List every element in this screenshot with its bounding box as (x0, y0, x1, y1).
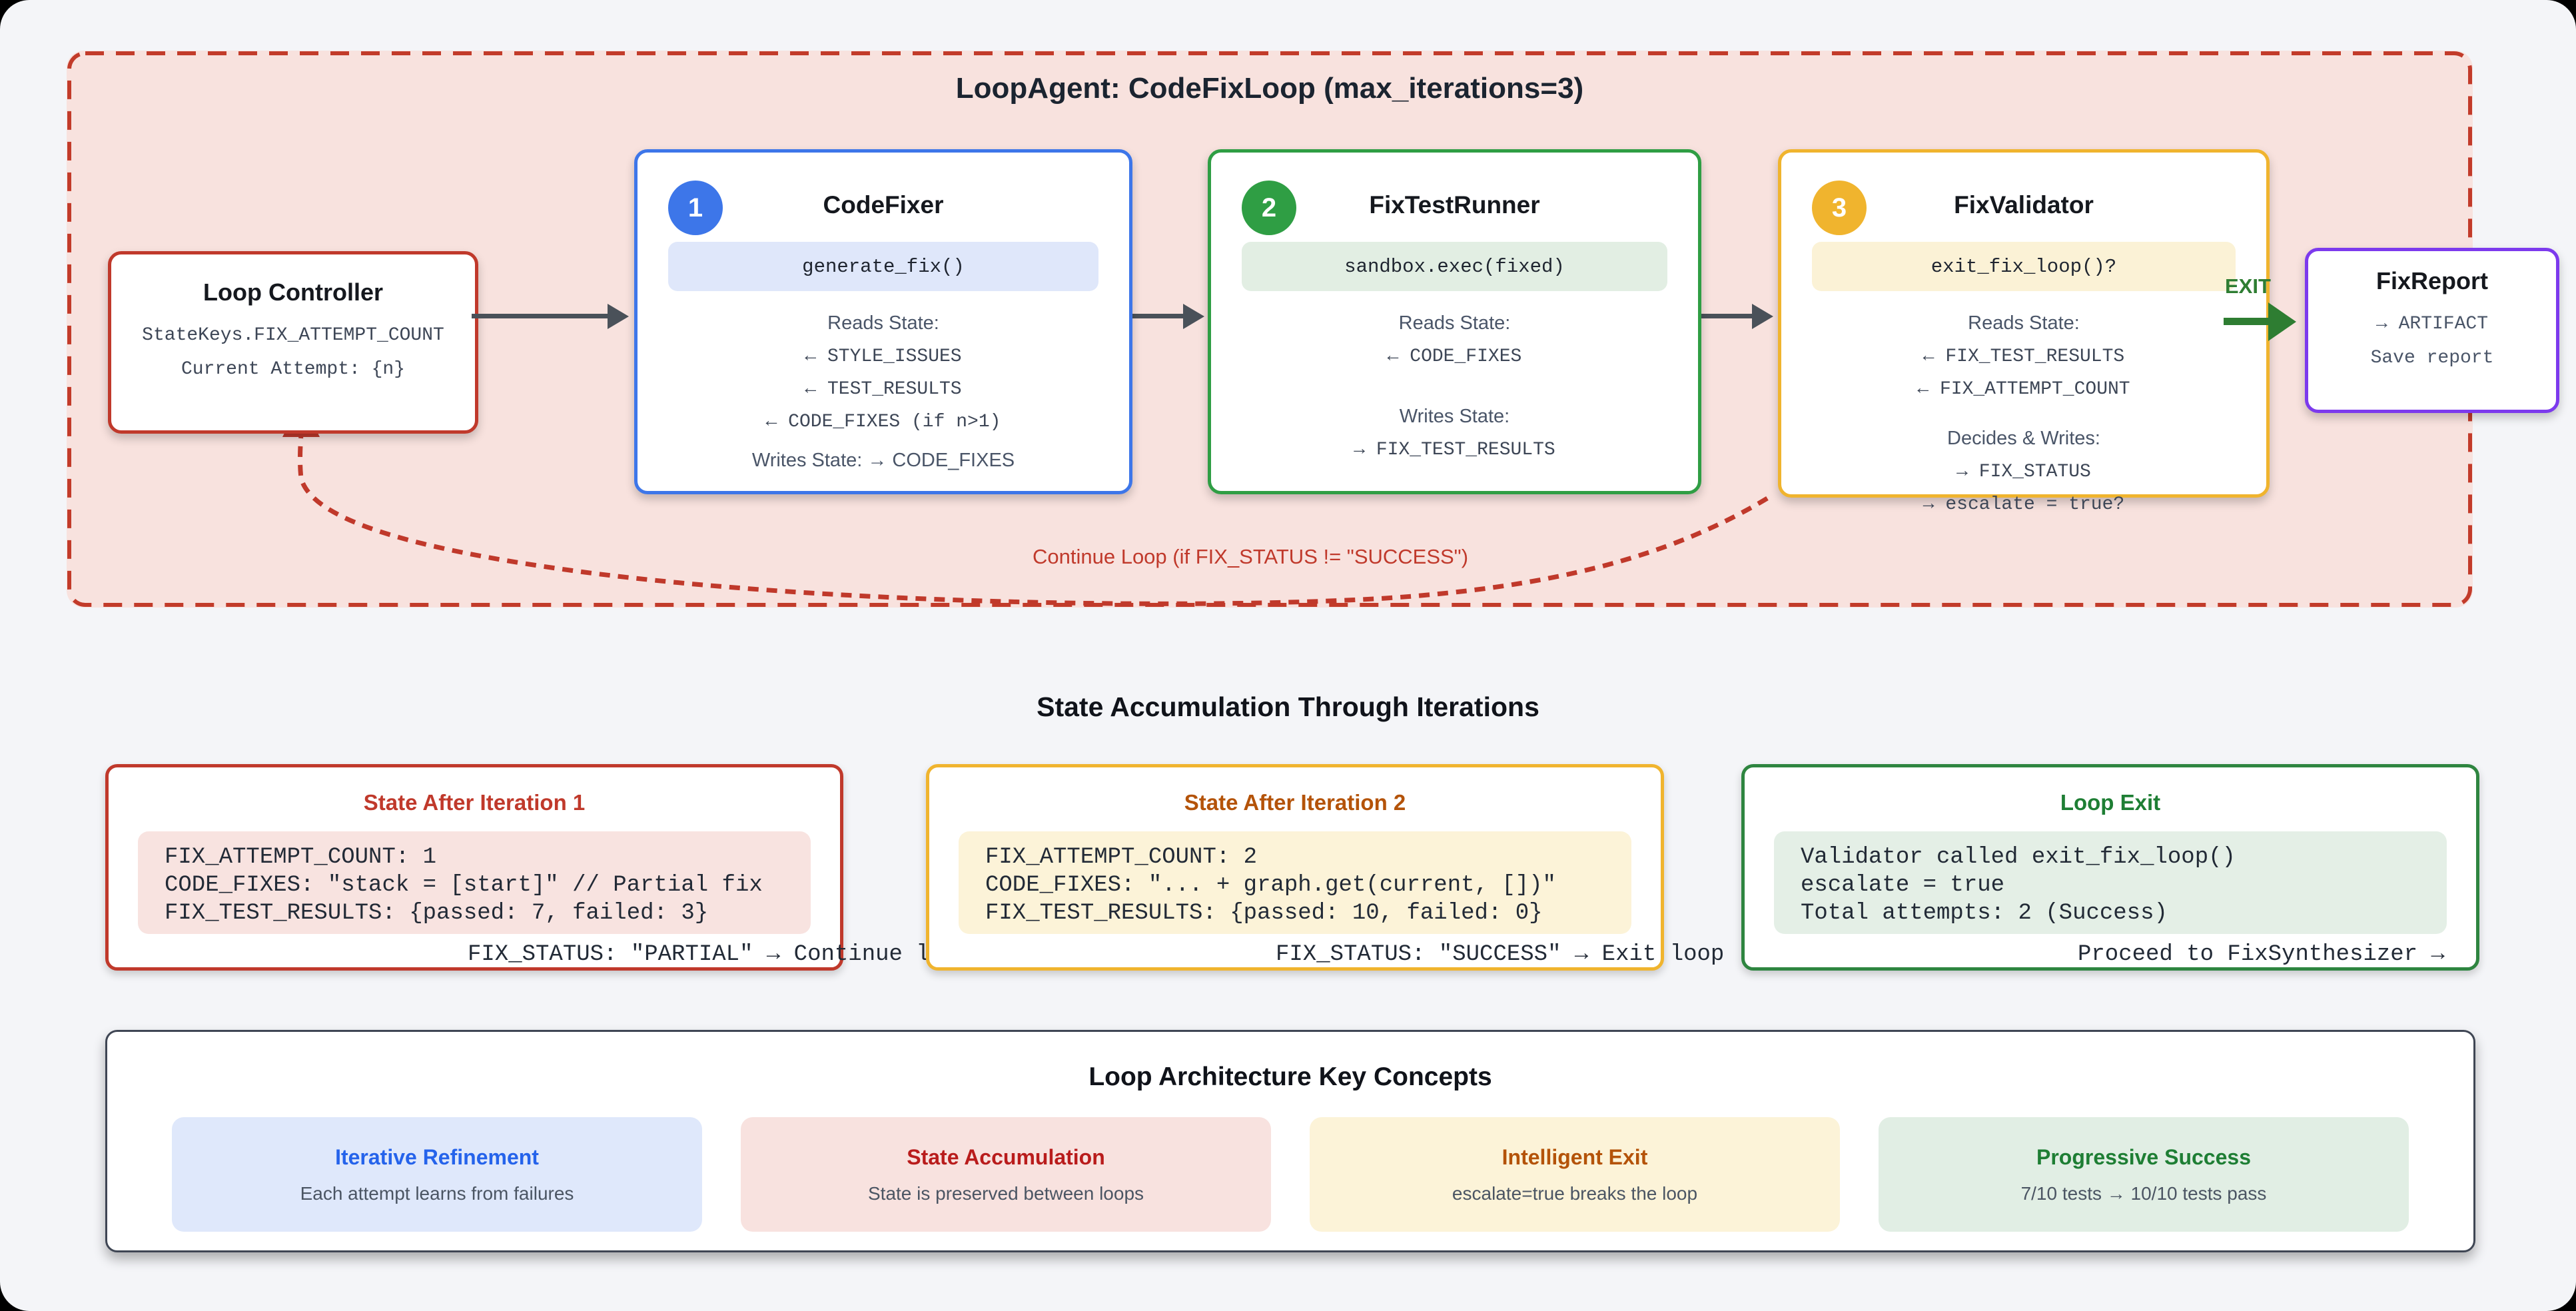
state-section-title: State Accumulation Through Iterations (1037, 691, 1539, 722)
fix-validator-box: 3 FixValidator exit_fix_loop()? Reads St… (1778, 149, 2270, 515)
concept-title: Intelligent Exit (1502, 1144, 1648, 1169)
key-concepts-title: Loop Architecture Key Concepts (1088, 1063, 1492, 1091)
fix-validator-read-item: ← FIX_ATTEMPT_COUNT (1917, 379, 2130, 400)
continue-loop-label: Continue Loop (if FIX_STATUS != "SUCCESS… (1033, 545, 1469, 568)
concept-card-state-accumulation: State Accumulation State is preserved be… (741, 1117, 1271, 1232)
step-2-badge: 2 (1242, 181, 1296, 235)
state-code-block: FIX_ATTEMPT_COUNT: 1 CODE_FIXES: "stack … (138, 831, 811, 934)
state-card-loop-exit: Loop Exit Validator called exit_fix_loop… (1741, 764, 2479, 971)
code-fixer-function-pill: generate_fix() (668, 242, 1098, 291)
code-fixer-writes-line: Writes State: → CODE_FIXES (751, 450, 1015, 471)
concept-card-progressive-success: Progressive Success 7/10 tests → 10/10 t… (1879, 1117, 2409, 1232)
loop-controller-statekey: StateKeys.FIX_ATTEMPT_COUNT (142, 325, 444, 346)
code-fixer-box: 1 CodeFixer generate_fix() Reads State: … (634, 149, 1132, 494)
fix-report-save-line: Save report (2370, 348, 2494, 368)
loop-controller-attempt: Current Attempt: {n} (181, 359, 406, 380)
code-fixer-read-item: ← STYLE_ISSUES (805, 346, 962, 367)
fix-test-runner-box: 2 FixTestRunner sandbox.exec(fixed) Read… (1208, 149, 1701, 494)
concept-subtitle: Each attempt learns from failures (300, 1182, 574, 1204)
concept-card-iterative-refinement: Iterative Refinement Each attempt learns… (172, 1117, 702, 1232)
loop-title: LoopAgent: CodeFixLoop (max_iterations=3… (955, 72, 1584, 105)
fix-validator-title: FixValidator (1954, 191, 2094, 218)
concept-title: Iterative Refinement (335, 1144, 539, 1169)
state-overflow-line: Proceed to FixSynthesizer → (2078, 942, 2445, 967)
fix-report-title: FixReport (2375, 267, 2488, 294)
concept-subtitle: 7/10 tests → 10/10 tests pass (2020, 1182, 2267, 1204)
state-card-iteration-1: State After Iteration 1 FIX_ATTEMPT_COUN… (105, 764, 971, 971)
concept-subtitle: State is preserved between loops (867, 1182, 1144, 1204)
concept-subtitle: escalate=true breaks the loop (1452, 1182, 1698, 1204)
fix-validator-write-item-escalate: → escalate = true? (1923, 494, 2125, 515)
state-card-title: Loop Exit (2060, 790, 2161, 815)
state-code-block: Validator called exit_fix_loop() escalat… (1774, 831, 2447, 934)
fix-validator-write-item: → FIX_STATUS (1956, 462, 2091, 482)
state-overflow-line: FIX_STATUS: "SUCCESS" → Exit loop (1276, 942, 1725, 967)
state-card-title: State After Iteration 2 (1184, 790, 1406, 815)
fix-test-runner-read-item: ← CODE_FIXES (1387, 346, 1522, 367)
code-fixer-title: CodeFixer (823, 191, 944, 218)
state-card-title: State After Iteration 1 (363, 790, 586, 815)
fix-report-box: FixReport → ARTIFACT Save report (2305, 248, 2559, 413)
arrow-codefixer-to-testrunner (1127, 314, 1184, 318)
fix-validator-reads-label: Reads State: (1968, 312, 2080, 334)
fix-validator-function-pill: exit_fix_loop()? (1812, 242, 2236, 291)
fix-test-runner-title: FixTestRunner (1369, 191, 1540, 218)
code-fixer-reads-label: Reads State: (827, 312, 939, 334)
state-card-iteration-2: State After Iteration 2 FIX_ATTEMPT_COUN… (926, 764, 1724, 971)
fix-test-runner-reads-label: Reads State: (1398, 312, 1511, 334)
fix-validator-read-item: ← FIX_TEST_RESULTS (1923, 346, 2125, 367)
arrow-controller-to-codefixer (472, 314, 609, 318)
code-fixer-read-item: ← CODE_FIXES (if n>1) (765, 412, 1001, 432)
concept-card-intelligent-exit: Intelligent Exit escalate=true breaks th… (1310, 1117, 1840, 1232)
step-1-badge: 1 (668, 181, 723, 235)
concept-title: State Accumulation (907, 1144, 1105, 1169)
concept-title: Progressive Success (2036, 1144, 2251, 1169)
fix-test-runner-writes-label: Writes State: (1399, 406, 1510, 427)
key-concepts-panel: Loop Architecture Key Concepts Iterative… (105, 1030, 2475, 1252)
fix-test-runner-function-pill: sandbox.exec(fixed) (1242, 242, 1667, 291)
exit-label: EXIT (2225, 274, 2271, 298)
arrow-testrunner-to-validator (1696, 314, 1753, 318)
fix-validator-writes-label: Decides & Writes: (1947, 428, 2100, 449)
state-overflow-line: FIX_STATUS: "PARTIAL" → Continue loop (468, 942, 971, 967)
fix-test-runner-write-item: → FIX_TEST_RESULTS (1354, 440, 1555, 460)
state-code-block: FIX_ATTEMPT_COUNT: 2 CODE_FIXES: "... + … (959, 831, 1631, 934)
loop-controller-box: Loop Controller StateKeys.FIX_ATTEMPT_CO… (108, 251, 478, 434)
key-concepts-row: Iterative Refinement Each attempt learns… (107, 1117, 2473, 1232)
step-3-badge: 3 (1812, 181, 1867, 235)
loop-controller-title: Loop Controller (203, 278, 383, 306)
fix-report-artifact-line: → ARTIFACT (2375, 314, 2489, 334)
code-fixer-read-item: ← TEST_RESULTS (805, 379, 962, 400)
exit-arrow (2224, 318, 2269, 325)
